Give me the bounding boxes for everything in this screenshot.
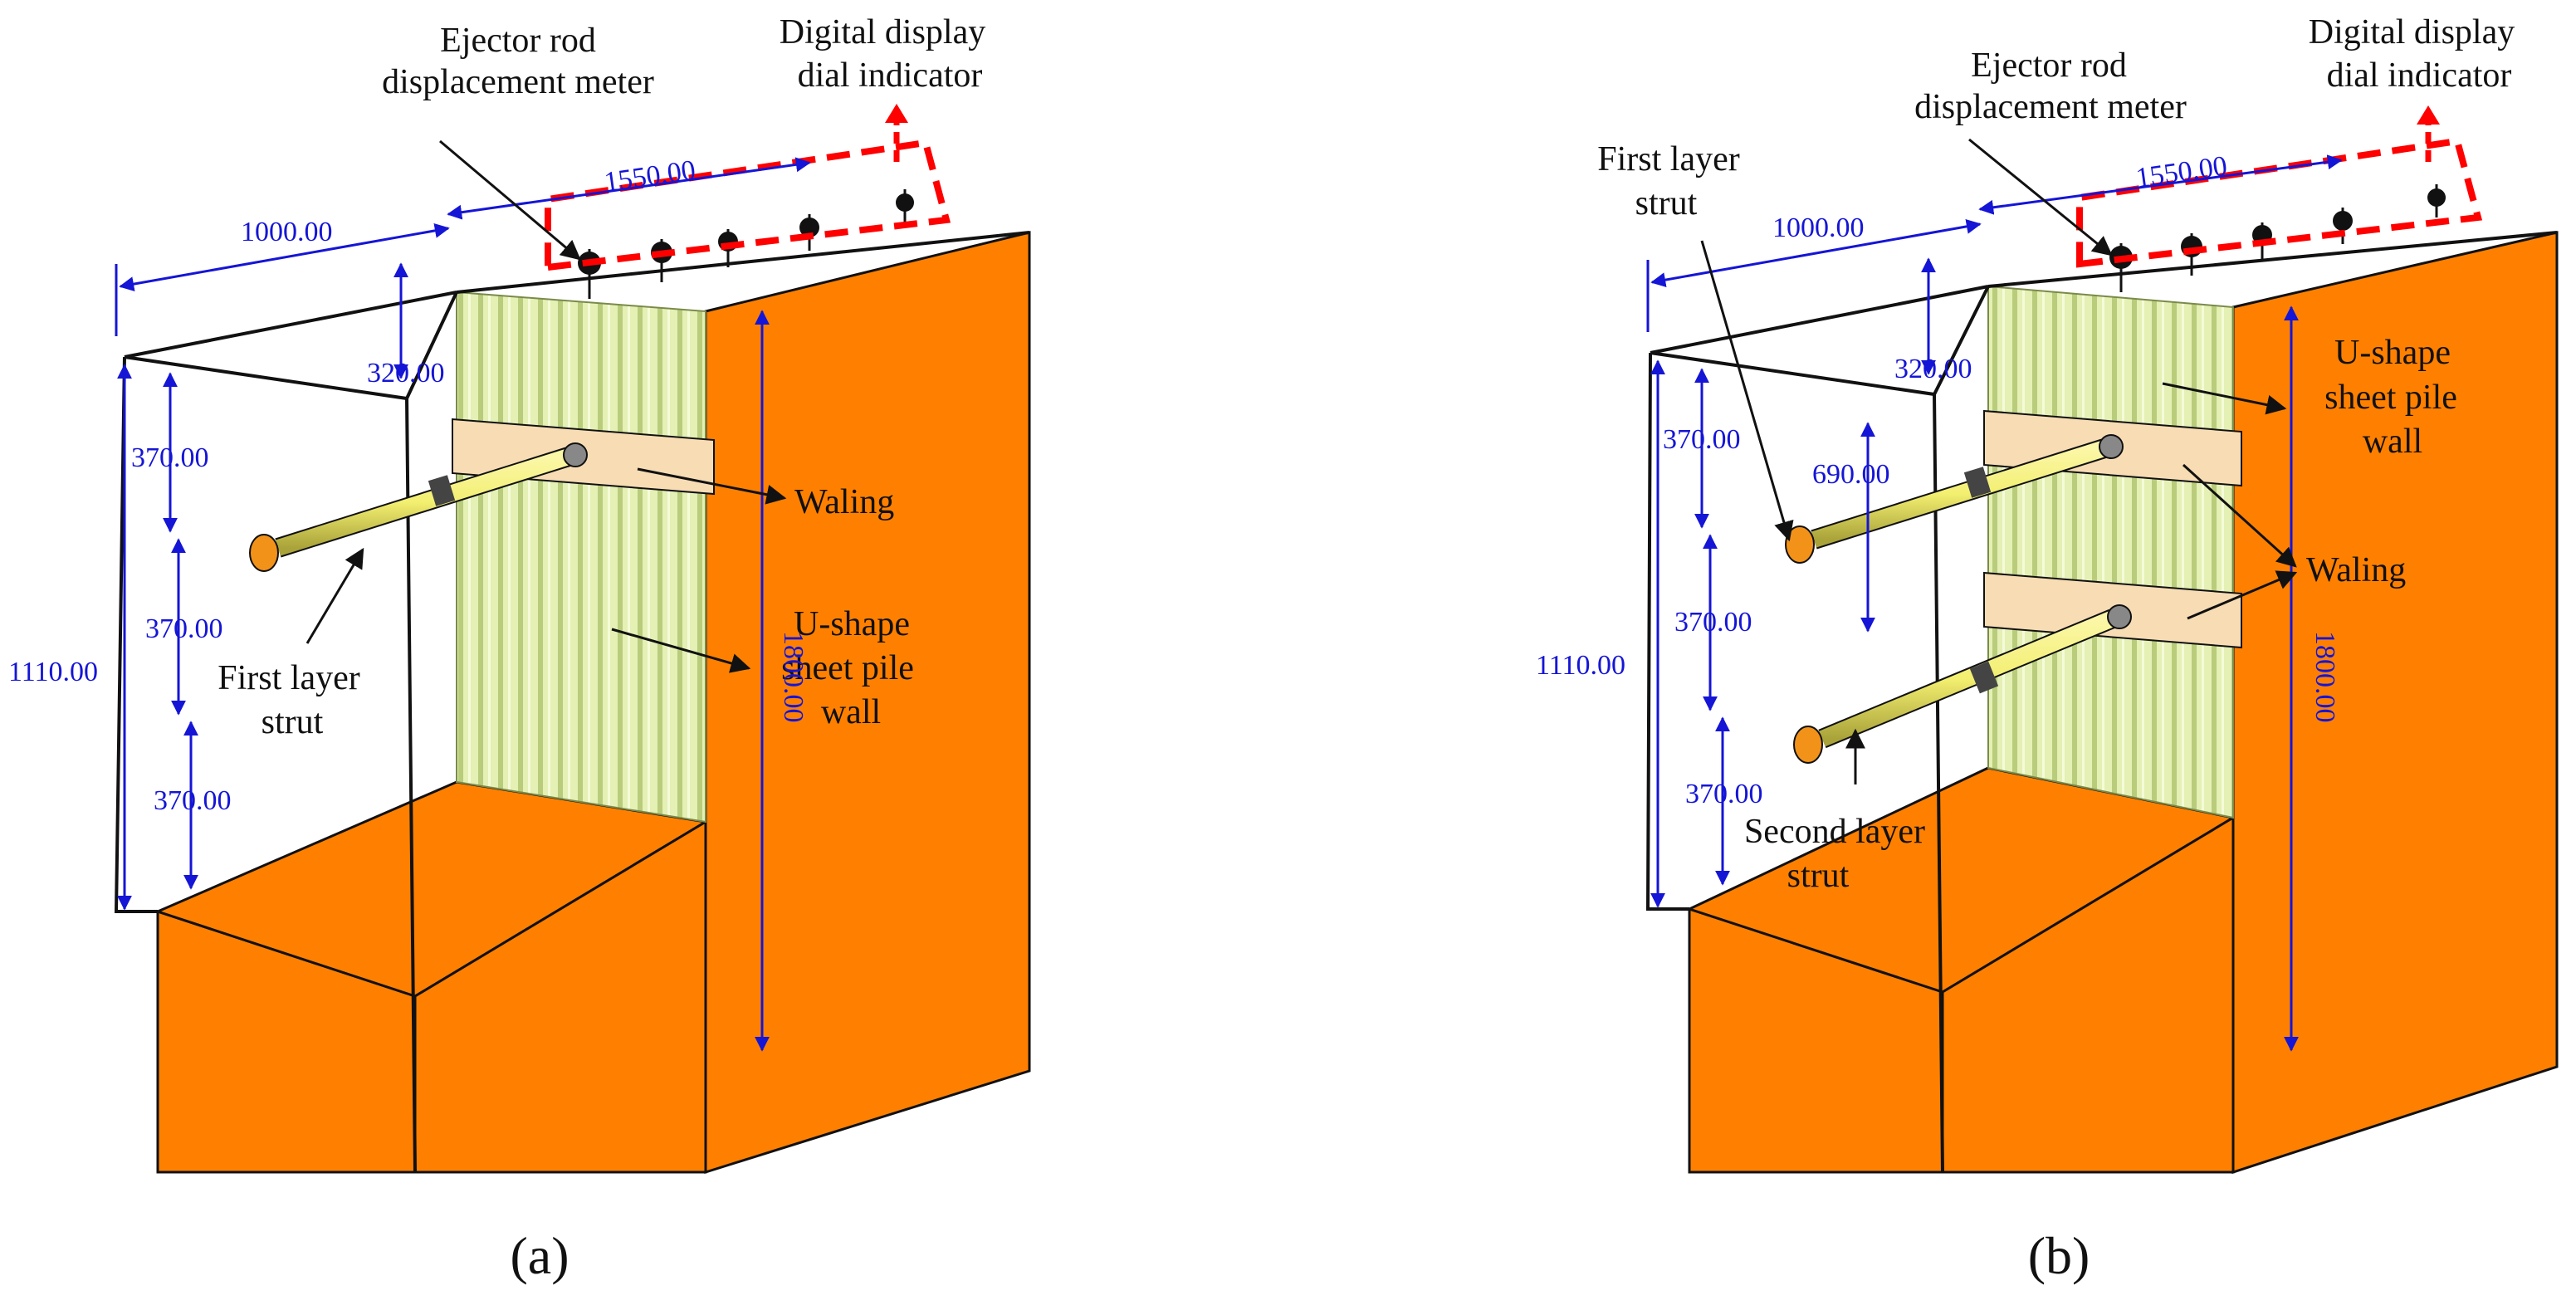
digital-label-1: Digital display: [780, 13, 985, 51]
leader-ejector: [439, 139, 581, 261]
waling-label: Waling: [2306, 551, 2406, 589]
frame-front-post: [1933, 393, 1944, 1173]
soil-wall-block: [2231, 231, 2559, 1175]
dim-seg1: 370.00: [1663, 424, 1741, 455]
ejector-label-1: Ejector rod: [440, 22, 596, 60]
dim-seg2: 370.00: [145, 613, 223, 644]
leader-waling: [637, 467, 787, 505]
frame-top-back: [456, 231, 1030, 294]
waling-label: Waling: [794, 483, 894, 521]
leader-wall: [2162, 382, 2287, 415]
panel-a: Ejector rod displacement meter Digital d…: [8, 13, 1031, 1285]
dim-top-width: 1000.00: [1772, 213, 1865, 243]
first-strut-label-1: First layer: [1597, 140, 1739, 178]
wall-label-1: U-shape: [2334, 334, 2451, 372]
frame-left-top: [1650, 285, 1989, 354]
excavation-frame: [1645, 352, 1689, 911]
dimension-lines: [115, 157, 811, 1052]
leader-waling-lower: [2187, 570, 2298, 620]
frame-left-top: [124, 291, 457, 359]
wall-label-2: sheet pile: [781, 649, 914, 687]
wall-label-1: U-shape: [794, 605, 910, 643]
dim-wall-height: 1800.00: [778, 631, 809, 723]
leader-waling-upper: [2182, 463, 2297, 568]
caption-a: (a): [510, 1226, 569, 1285]
dim-seg3: 370.00: [154, 785, 232, 816]
digital-label-1: Digital display: [2309, 13, 2515, 51]
leader-ejector: [1968, 138, 2113, 257]
first-strut-label-2: strut: [1635, 184, 1698, 222]
indicator-highlight-box: [545, 139, 951, 271]
dim-wall-height: 1800.00: [2310, 631, 2340, 723]
dim-wall-span: 1550.00: [603, 154, 698, 198]
dim-seg3: 370.00: [1685, 779, 1763, 809]
sheet-pile-wall: [1987, 285, 2234, 819]
leader-first-strut: [1700, 240, 1794, 542]
indicator-highlight-box: [2076, 137, 2483, 268]
dim-320: 320.00: [1894, 354, 1972, 384]
panel-b: Ejector rod displacement meter Digital d…: [1536, 13, 2559, 1285]
ejector-label-1: Ejector rod: [1971, 46, 2127, 85]
strut-label-2: strut: [262, 703, 324, 741]
ejector-label-2: displacement meter: [382, 63, 654, 101]
sheet-pile-wall: [456, 291, 706, 823]
ejector-label-2: displacement meter: [1914, 88, 2187, 126]
digital-label-2: dial indicator: [2327, 56, 2512, 95]
leader-wall: [611, 628, 751, 673]
digital-label-2: dial indicator: [798, 56, 983, 95]
dim-690: 690.00: [1812, 459, 1890, 490]
dim-seg1: 370.00: [131, 442, 209, 473]
dim-320: 320.00: [367, 358, 445, 389]
frame-top-back: [1987, 231, 2558, 288]
second-strut-label-1: Second layer: [1744, 813, 1925, 851]
first-layer-strut: [249, 442, 588, 572]
strut-label-1: First layer: [218, 659, 359, 697]
dim-1110: 1110.00: [1536, 650, 1625, 681]
dim-1110: 1110.00: [8, 657, 98, 687]
soil-wall-block: [704, 231, 1031, 1175]
leader-strut: [306, 547, 364, 644]
wall-label-2: sheet pile: [2324, 379, 2457, 417]
dim-seg2: 370.00: [1674, 607, 1752, 638]
wall-label-3: wall: [821, 693, 881, 731]
second-strut-label-2: strut: [1787, 857, 1850, 895]
caption-b: (b): [2028, 1226, 2090, 1285]
dim-top-width: 1000.00: [241, 217, 333, 247]
dimension-lines: [1646, 154, 2343, 1052]
dim-wall-span: 1550.00: [2134, 150, 2230, 193]
second-layer-strut: [1793, 604, 2132, 764]
wall-label-3: wall: [2363, 423, 2422, 461]
frame-front-post: [405, 398, 417, 1173]
